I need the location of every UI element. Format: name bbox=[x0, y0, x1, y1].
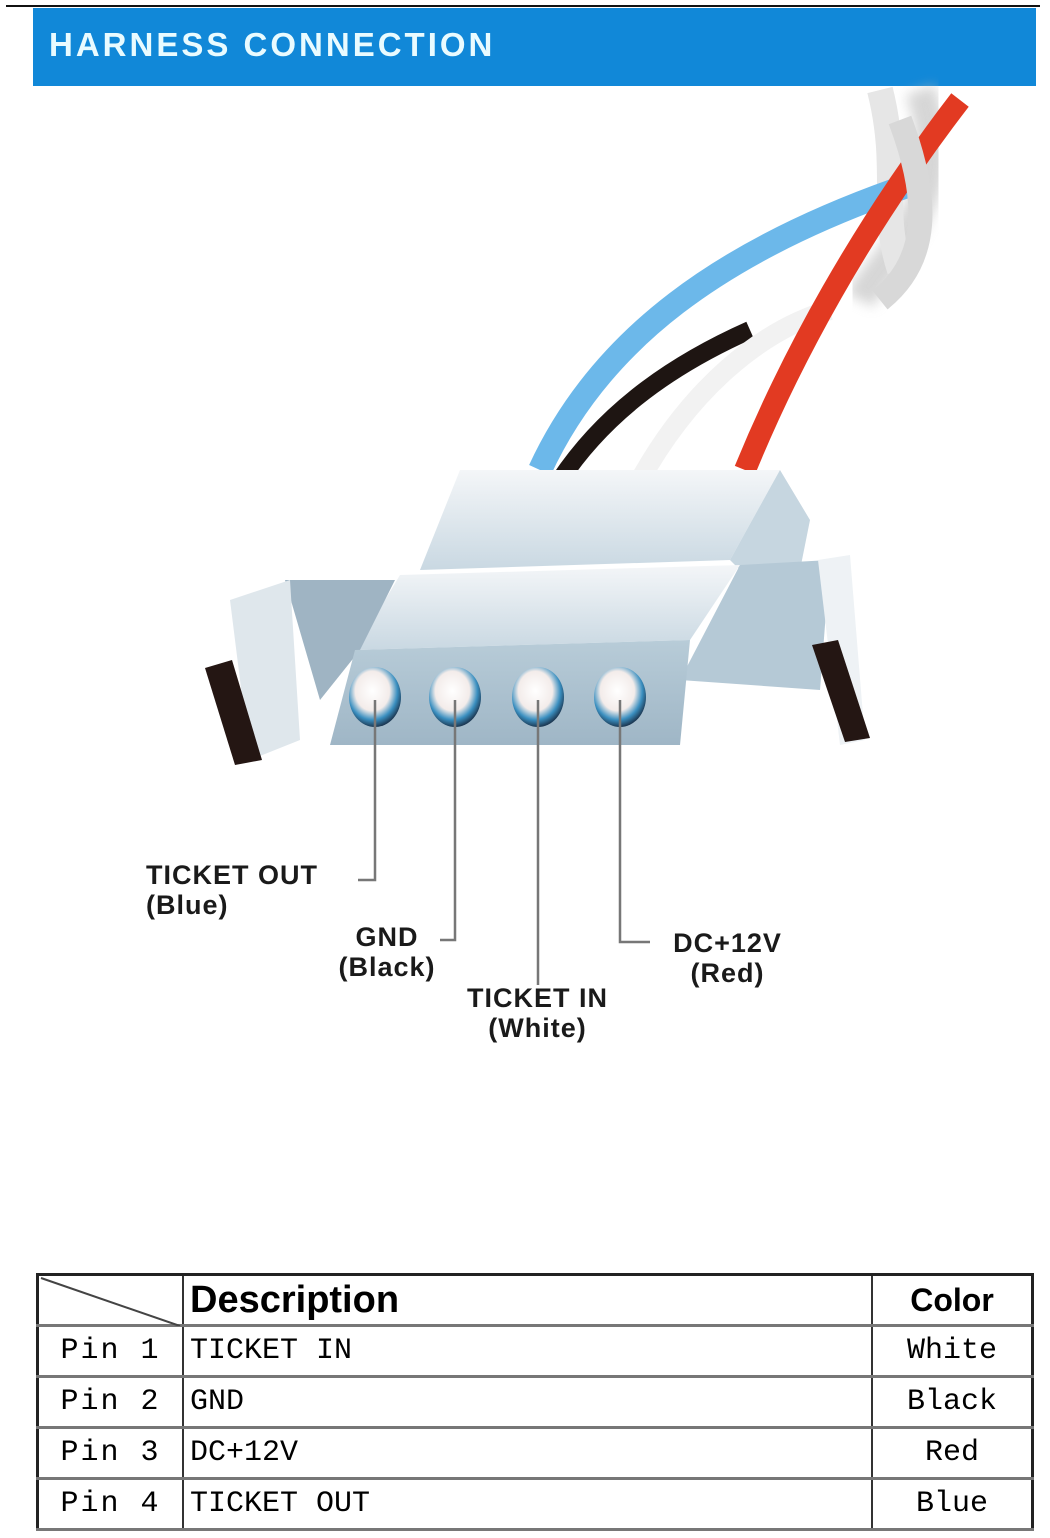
label-ticket-out: TICKET OUT (Blue) bbox=[146, 860, 318, 920]
table-row: Pin 3 DC+12V Red bbox=[36, 1426, 1034, 1480]
label-name: TICKET OUT bbox=[146, 860, 318, 890]
table-header-row: Description Color bbox=[36, 1273, 1034, 1327]
color-cell: White bbox=[871, 1324, 1034, 1378]
color-cell: Black bbox=[871, 1375, 1034, 1429]
pin-hole-3 bbox=[512, 667, 564, 727]
table-row: Pin 4 TICKET OUT Blue bbox=[36, 1477, 1034, 1531]
color-cell: Red bbox=[871, 1426, 1034, 1480]
wire-bundle bbox=[529, 84, 969, 485]
pin-table: Description Color Pin 1 TICKET IN White … bbox=[36, 1273, 1034, 1531]
header-color: Color bbox=[871, 1273, 1034, 1327]
description-cell: TICKET OUT bbox=[182, 1477, 873, 1531]
label-color: (Blue) bbox=[146, 890, 229, 920]
label-name: TICKET IN bbox=[467, 983, 608, 1013]
label-name: GND bbox=[355, 922, 419, 952]
header-description: Description bbox=[182, 1273, 873, 1327]
label-color: (Black) bbox=[338, 952, 436, 982]
header-banner: HARNESS CONNECTION bbox=[33, 8, 1036, 86]
pin-cell: Pin 3 bbox=[36, 1426, 184, 1480]
connector-illustration bbox=[205, 84, 969, 985]
top-rule bbox=[6, 5, 1040, 7]
pin-cell: Pin 2 bbox=[36, 1375, 184, 1429]
label-dc12v: DC+12V (Red) bbox=[655, 928, 800, 988]
label-name: DC+12V bbox=[673, 928, 782, 958]
corner-cell bbox=[36, 1273, 184, 1327]
leader-lines bbox=[358, 700, 650, 985]
pin-hole-4 bbox=[594, 667, 646, 727]
pin-hole-2 bbox=[429, 667, 481, 727]
pin-cell: Pin 4 bbox=[36, 1477, 184, 1531]
label-gnd: GND (Black) bbox=[322, 922, 452, 982]
description-cell: DC+12V bbox=[182, 1426, 873, 1480]
connector-body bbox=[205, 470, 870, 765]
label-color: (Red) bbox=[690, 958, 765, 988]
page-title: HARNESS CONNECTION bbox=[49, 26, 496, 63]
description-cell: TICKET IN bbox=[182, 1324, 873, 1378]
table-row: Pin 1 TICKET IN White bbox=[36, 1324, 1034, 1378]
table-row: Pin 2 GND Black bbox=[36, 1375, 1034, 1429]
description-cell: GND bbox=[182, 1375, 873, 1429]
pin-hole-1 bbox=[349, 667, 401, 727]
label-color: (White) bbox=[488, 1013, 587, 1043]
pin-cell: Pin 1 bbox=[36, 1324, 184, 1378]
color-cell: Blue bbox=[871, 1477, 1034, 1531]
label-ticket-in: TICKET IN (White) bbox=[445, 983, 630, 1043]
